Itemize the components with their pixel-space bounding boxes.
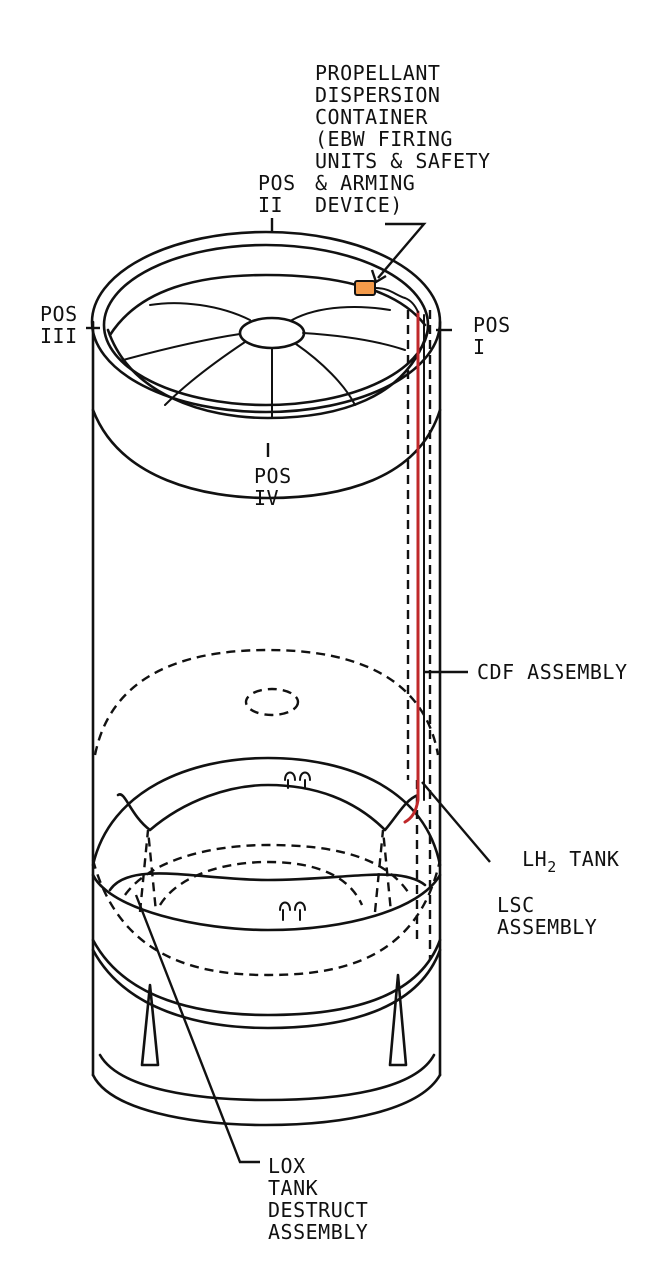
leader-lh2 — [421, 781, 491, 863]
lh2-subscript: 2 — [547, 858, 557, 876]
top-rim-outer — [90, 230, 442, 414]
bottom-rim — [91, 1073, 442, 1127]
propellant-dispersion-container — [354, 280, 376, 296]
forward-dome-band — [91, 408, 442, 500]
dome-access-hidden — [244, 687, 300, 717]
label-lox-tank-destruct-assembly: LOX TANK DESTRUCT ASSEMBLY — [268, 1154, 369, 1244]
bulkhead-upper — [91, 756, 442, 867]
label-pos-ii: POS II — [258, 171, 296, 217]
dome-hub — [238, 316, 306, 350]
bulkhead-lower — [91, 873, 442, 932]
fitting-lower — [279, 901, 306, 921]
lox-tank-dome-hidden — [93, 648, 440, 756]
inner-ring-hidden-2 — [158, 860, 364, 906]
leader-lox — [134, 894, 260, 1164]
top-rim-ledge — [108, 273, 427, 337]
top-rim-inner — [102, 243, 430, 407]
forward-dome-rim — [106, 328, 430, 420]
label-cdf-assembly: CDF ASSEMBLY — [477, 660, 628, 684]
spike-left — [140, 983, 160, 1067]
bulkhead-band — [91, 938, 442, 1017]
label-lh2-tank-lsc-assembly: LH2 TANK LSC ASSEMBLY — [497, 826, 619, 960]
container-cable — [374, 287, 419, 313]
bulkhead-band-2 — [91, 948, 442, 1030]
lh2-prefix: LH — [522, 847, 548, 871]
lh2-suffix: TANK — [556, 847, 620, 871]
label-pos-i: POS I — [473, 313, 511, 359]
bulkhead-flange — [116, 783, 420, 832]
bottom-rim-inner — [98, 1053, 436, 1102]
label-pos-iii: POS III — [40, 302, 78, 348]
dome-gores — [122, 302, 406, 419]
inner-ring-hidden — [124, 843, 412, 896]
lower-ring-hidden — [91, 859, 442, 977]
hidden-posts — [138, 829, 393, 913]
label-propellant-dispersion-container: PROPELLANT DISPERSION CONTAINER (EBW FIR… — [315, 61, 491, 217]
leader-propellant — [377, 222, 427, 279]
leader-arrowhead — [370, 269, 387, 284]
spike-right — [388, 973, 408, 1067]
cdf-assembly-line — [403, 310, 420, 824]
fitting-upper — [284, 771, 311, 789]
bulkhead-inner-arc — [108, 872, 427, 892]
label-pos-iv: POS IV — [254, 464, 292, 510]
lh2-rest: LSC ASSEMBLY — [497, 893, 598, 939]
